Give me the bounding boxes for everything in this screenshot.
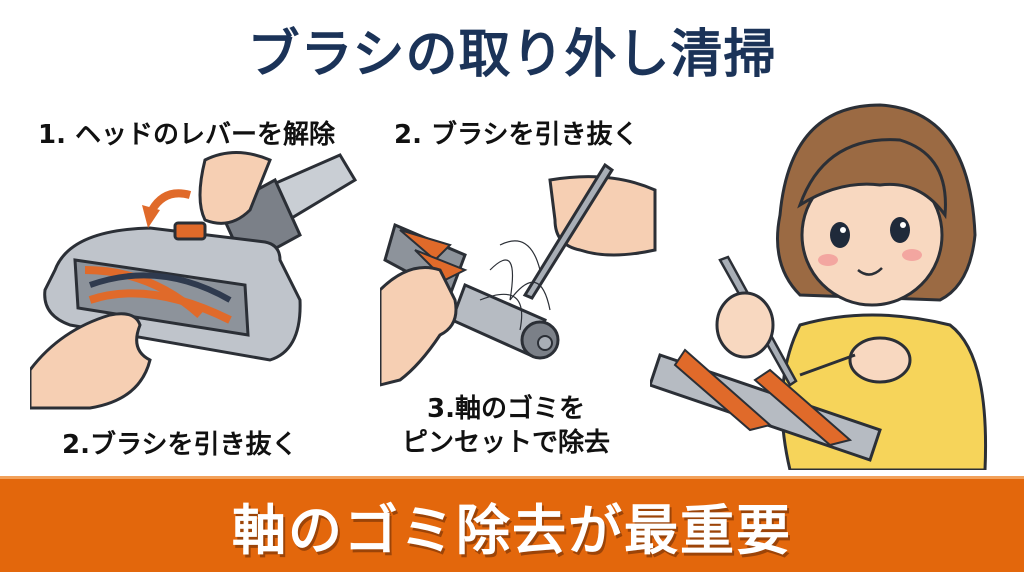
step1-label: 1. ヘッドのレバーを解除 (38, 120, 336, 150)
key-point-banner: 軸のゴミ除去が最重要 (0, 476, 1024, 572)
step3-line1: 3.軸のゴミを (427, 394, 585, 424)
step3-label: 3.軸のゴミを ピンセットで除去 (402, 392, 610, 460)
girl-cleaning-illustration (650, 103, 988, 470)
banner-text: 軸のゴミ除去が最重要 (232, 499, 792, 562)
vacuum-head-illustration (30, 151, 358, 410)
step2-label-top: 2. ブラシを引き抜く (394, 120, 639, 150)
step3-line2: ピンセットで除去 (402, 428, 611, 458)
step2-label-bottom: 2.ブラシを引き抜く (62, 430, 298, 460)
brush-tweezers-illustration (380, 162, 657, 387)
page-title: ブラシの取り外し清掃 (247, 25, 777, 85)
